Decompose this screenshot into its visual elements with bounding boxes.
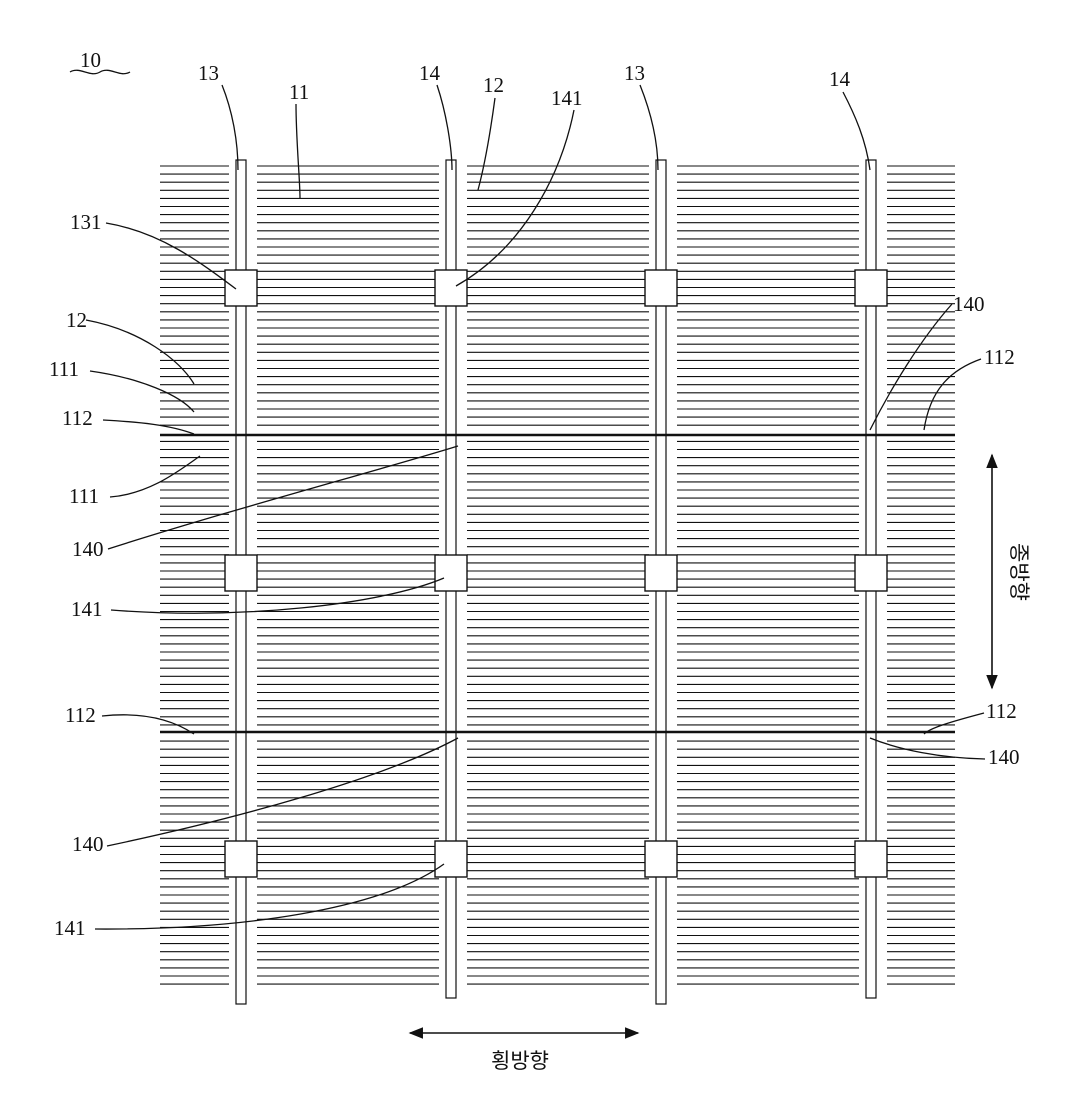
ref-right-112b: 112 <box>986 699 1017 723</box>
leader-line <box>843 92 870 170</box>
solder-pad <box>855 270 887 306</box>
leader-line <box>478 98 495 190</box>
ref-left-111b: 111 <box>69 484 99 508</box>
leader-lines <box>86 85 985 929</box>
leader-line <box>110 456 200 497</box>
solder-pad <box>645 841 677 877</box>
ref-top-13b: 13 <box>624 61 645 85</box>
solder-pad <box>645 270 677 306</box>
ref-left-12: 12 <box>66 308 87 332</box>
solder-pad <box>225 841 257 877</box>
solder-pad <box>855 841 887 877</box>
ref-left-111a: 111 <box>49 357 79 381</box>
leader-line <box>222 85 238 170</box>
ref-top-11: 11 <box>289 80 309 104</box>
solder-pad <box>855 555 887 591</box>
solder-pad <box>435 555 467 591</box>
cell-separator-lines <box>160 435 955 732</box>
ref-left-141b: 141 <box>54 916 86 940</box>
busbars <box>236 160 876 1004</box>
leader-line <box>296 104 300 198</box>
ref-left-140b: 140 <box>72 832 104 856</box>
leader-line <box>924 359 981 430</box>
ref-main-label: 10 <box>80 48 101 72</box>
ref-top-13a: 13 <box>198 61 219 85</box>
vertical-direction-label: 종방향 <box>1007 543 1031 601</box>
leader-line <box>870 304 952 430</box>
ref-top-12: 12 <box>483 73 504 97</box>
ref-left-112a: 112 <box>62 406 93 430</box>
ref-right-112a: 112 <box>984 345 1015 369</box>
ref-left-140a: 140 <box>72 537 104 561</box>
ref-top-14b: 14 <box>829 67 851 91</box>
finger-lines <box>160 166 955 984</box>
ref-top-141: 141 <box>551 86 583 110</box>
solder-pads <box>225 270 887 877</box>
solder-pad <box>225 270 257 306</box>
ref-right-140b: 140 <box>988 745 1020 769</box>
ref-left-112b: 112 <box>65 703 96 727</box>
ref-left-131: 131 <box>70 210 102 234</box>
ref-right-140a: 140 <box>953 292 985 316</box>
solder-pad <box>435 270 467 306</box>
leader-line <box>437 85 452 170</box>
leader-line <box>108 446 458 549</box>
solder-pad <box>435 841 467 877</box>
horizontal-direction-label: 횡방향 <box>491 1049 549 1073</box>
leader-line <box>640 85 658 170</box>
ref-top-14a: 14 <box>419 61 441 85</box>
leader-line <box>103 420 194 434</box>
solder-pad <box>225 555 257 591</box>
solder-pad <box>645 555 677 591</box>
ref-left-141a: 141 <box>71 597 103 621</box>
